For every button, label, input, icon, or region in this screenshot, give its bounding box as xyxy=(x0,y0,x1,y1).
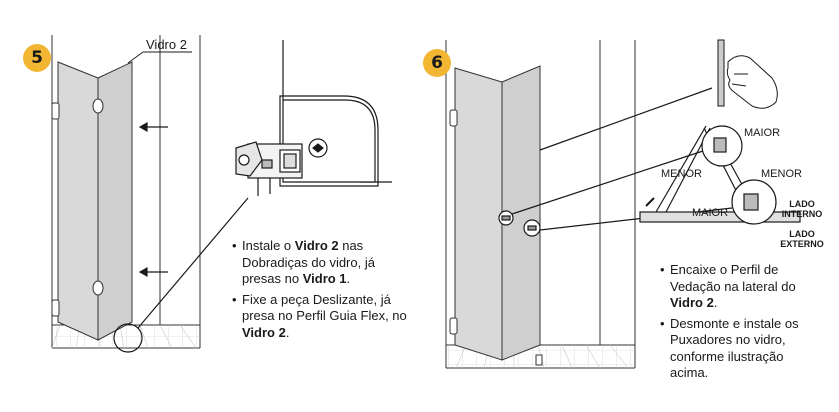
label-maior-top: MAIOR xyxy=(744,127,781,139)
step5-instruction-item-2-pre: Fixe a peça Deslizante, já presa no Perf… xyxy=(242,291,407,324)
step5-glass-label-leader xyxy=(127,51,192,64)
label-lado-externo: LADO EXTERNO xyxy=(780,229,824,249)
step5-instructions: Instale o Vidro 2 nas Dobradiças do vidr… xyxy=(232,238,408,345)
step6-badge: 6 xyxy=(423,49,451,77)
step6-handles xyxy=(498,210,541,237)
step6-glass-1 xyxy=(454,67,503,361)
step5-hardware-zoom xyxy=(235,40,392,196)
seal-profile-detail xyxy=(639,125,801,225)
step5-detail-circle xyxy=(113,197,249,353)
step5-instruction-item-1-mid: nas Dobradiças do vidro, já presas no xyxy=(242,238,375,286)
step6-instruction-item-2: Desmonte e instale os Puxadores no vidro… xyxy=(660,316,802,382)
step5-instruction-item-2-post: . xyxy=(285,324,290,340)
step6-glass-2 xyxy=(501,65,541,361)
step5-instruction-item-1-pre: Instale o xyxy=(242,238,295,253)
step5-instruction-item-1-bold2: Vidro 1 xyxy=(302,271,347,286)
step6-instruction-item-1: Encaixe o Perfil de Vedação na lateral d… xyxy=(660,262,802,312)
step5-instruction-item-1-post: . xyxy=(346,271,351,286)
label-lado-interno: LADO INTERNO xyxy=(781,199,823,219)
step5-glass-2 xyxy=(97,61,133,341)
step6-hinges xyxy=(449,109,543,366)
step5-instruction-item-1: Instale o Vidro 2 nas Dobradiças do vidr… xyxy=(232,238,408,288)
step5-glass-1 xyxy=(57,61,99,341)
step5-instruction-item-1-bold: Vidro 2 xyxy=(294,238,339,253)
step5-instruction-item-2: Fixe a peça Deslizante, já presa no Perf… xyxy=(232,292,408,342)
step5-arrows xyxy=(138,121,168,278)
step6-instructions: Encaixe o Perfil de Vedação na lateral d… xyxy=(660,262,802,386)
label-menor-right: MENOR xyxy=(761,168,802,180)
step5-glass-label: Vidro 2 xyxy=(146,37,187,52)
step6-instruction-item-1-bold: Vidro 2 xyxy=(670,295,714,310)
step5-badge: 5 xyxy=(23,44,51,72)
step6-instruction-item-1-pre: Encaixe o Perfil de Vedação na lateral d… xyxy=(670,262,796,294)
step6-instruction-item-1-post: . xyxy=(713,295,718,310)
step5-hinges xyxy=(51,98,104,317)
step5-instruction-item-2-bold: Vidro 2 xyxy=(242,324,286,340)
step6-instruction-item-2-pre: Desmonte e instale os Puxadores no vidro… xyxy=(670,315,799,381)
hand-icon xyxy=(717,39,778,109)
label-maior-bottom: MAIOR xyxy=(692,207,729,219)
label-menor-left: MENOR xyxy=(661,168,702,180)
